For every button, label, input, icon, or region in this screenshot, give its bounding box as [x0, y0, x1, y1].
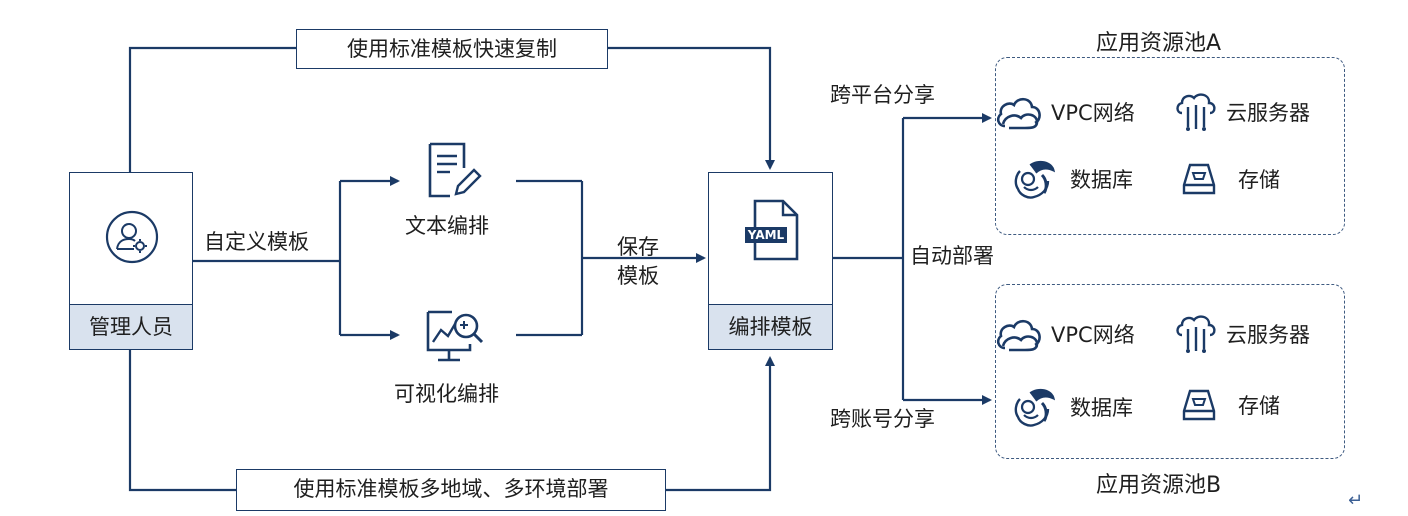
- save-template-label-line2: 模板: [617, 264, 659, 288]
- cloud-server-icon: [1176, 315, 1216, 353]
- pool-a-server: 云服务器: [1174, 90, 1310, 134]
- storage-icon: [1182, 163, 1216, 195]
- cloud-server-icon: [1176, 93, 1216, 131]
- pool-a-db-label: 数据库: [1070, 168, 1133, 192]
- yaml-file-icon: [745, 199, 799, 261]
- admin-node: 管理人员: [69, 172, 193, 350]
- pool-b-title: 应用资源池B: [1096, 473, 1222, 498]
- storage-icon: [1182, 389, 1216, 421]
- cloud-icon: [996, 97, 1041, 130]
- pool-b-db-label: 数据库: [1070, 396, 1133, 420]
- custom-template-label: 自定义模板: [204, 230, 309, 254]
- pool-a-title: 应用资源池A: [1096, 31, 1222, 56]
- pool-a-storage: 存储: [1182, 158, 1280, 200]
- pool-b: [995, 284, 1345, 459]
- template-node: YAML 编排模板: [708, 172, 833, 350]
- pool-a-db: 数据库: [1010, 156, 1133, 202]
- cross-platform-label: 跨平台分享: [830, 83, 935, 107]
- template-label: 编排模板: [709, 304, 832, 349]
- pool-b-server-label: 云服务器: [1226, 323, 1310, 347]
- text-orch-label: 文本编排: [405, 214, 489, 238]
- pool-a-vpc-label: VPC网络: [1051, 101, 1135, 125]
- pool-a-storage-label: 存储: [1238, 168, 1280, 192]
- cloud-icon: [996, 319, 1041, 352]
- bottom-route-label: 使用标准模板多地域、多环境部署: [236, 469, 666, 511]
- return-mark: ↵: [1348, 490, 1364, 511]
- cross-account-label: 跨账号分享: [830, 407, 935, 431]
- pool-a-vpc: VPC网络: [995, 92, 1135, 132]
- pool-b-vpc-label: VPC网络: [1051, 323, 1135, 347]
- auto-deploy-label: 自动部署: [910, 244, 994, 268]
- yaml-badge-label: YAML: [747, 228, 785, 242]
- save-template-label-line1: 保存: [617, 235, 659, 259]
- document-edit-icon: [428, 142, 482, 198]
- database-icon: [1014, 388, 1056, 427]
- chart-magnifier-icon: [426, 310, 484, 362]
- pool-b-storage: 存储: [1182, 384, 1280, 426]
- pool-b-server: 云服务器: [1174, 312, 1310, 356]
- pool-b-storage-label: 存储: [1238, 394, 1280, 418]
- user-gear-icon: [105, 210, 159, 264]
- top-route-label: 使用标准模板快速复制: [296, 29, 608, 69]
- pool-a: [995, 57, 1345, 235]
- admin-label: 管理人员: [70, 304, 192, 349]
- database-icon: [1014, 160, 1056, 199]
- visual-orch-label: 可视化编排: [394, 382, 499, 406]
- pool-a-server-label: 云服务器: [1226, 101, 1310, 125]
- pool-b-db: 数据库: [1010, 384, 1133, 430]
- pool-b-vpc: VPC网络: [995, 314, 1135, 354]
